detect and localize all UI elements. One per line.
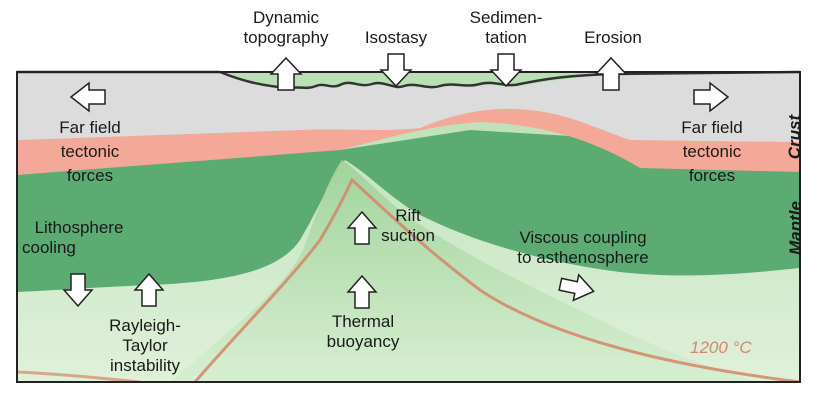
label-rift-line2: suction	[381, 226, 435, 245]
label-rayleigh-taylor: Rayleigh- Taylor instability	[90, 316, 200, 376]
label-isotherm-1200: 1200 °C	[690, 338, 752, 357]
label-dynamic-line2: topography	[243, 28, 329, 47]
label-rayleigh-line2: Taylor	[122, 336, 168, 355]
label-lithosphere-line2: cooling	[22, 238, 76, 257]
label-far-field-left: Far field tectonic forces	[35, 118, 145, 186]
label-viscous-line1: Viscous coupling	[519, 228, 647, 247]
label-rift-suction: Rift suction	[368, 206, 448, 246]
dynamic-topography-up-arrow	[269, 56, 303, 91]
isotherm-line	[193, 177, 800, 382]
label-isostasy: Isostasy	[364, 28, 428, 47]
label-sedimentation-line1: Sedimen-	[469, 8, 543, 27]
lithospheric-mantle-layer	[17, 130, 800, 292]
viscous-coupling-right-arrow	[558, 273, 595, 302]
crust-layer	[17, 108, 800, 175]
label-erosion: Erosion	[584, 28, 642, 47]
label-crust: Crust	[785, 114, 804, 160]
label-mantle: Mantle	[786, 201, 805, 255]
label-sedimentation-line2: tation	[485, 28, 527, 47]
rift-suction-up-arrow	[346, 210, 378, 245]
sedimentation-down-arrow	[489, 53, 523, 88]
label-far-field-left-line3: forces	[66, 166, 114, 185]
label-rift-line1: Rift	[395, 206, 421, 225]
label-far-field-right-line1: Far field	[681, 118, 743, 137]
rayleigh-taylor-up-arrow	[133, 272, 165, 307]
label-rayleigh-line3: instability	[110, 356, 180, 375]
lithosphere-cooling-down-arrow	[62, 273, 94, 308]
far-field-left-arrow	[69, 81, 106, 113]
thermal-buoyancy-up-arrow	[346, 274, 378, 309]
label-sedimentation: Sedimen- tation	[450, 8, 562, 48]
label-lithosphere-cooling: Lithosphere cooling	[14, 218, 144, 258]
label-far-field-right-line3: forces	[688, 166, 736, 185]
label-far-field-left-line2: tectonic	[60, 142, 120, 161]
label-thermal-buoyancy: Thermal buoyancy	[308, 312, 418, 352]
label-far-field-right: Far field tectonic forces	[657, 118, 767, 186]
label-thermal-line1: Thermal	[331, 312, 395, 331]
label-dynamic-line1: Dynamic	[252, 8, 320, 27]
label-far-field-left-line1: Far field	[59, 118, 121, 137]
label-dynamic-topography: Dynamic topography	[226, 8, 346, 48]
isotherm-line-left	[17, 370, 141, 382]
label-viscous-line2: to asthenosphere	[517, 248, 649, 267]
label-far-field-right-line2: tectonic	[682, 142, 742, 161]
label-rayleigh-line1: Rayleigh-	[109, 316, 181, 335]
far-field-right-arrow	[693, 81, 730, 113]
mantle-upwelling	[170, 160, 760, 382]
isostasy-down-arrow	[379, 53, 413, 88]
erosion-up-arrow	[594, 56, 628, 91]
surface-topography	[17, 70, 801, 90]
label-lithosphere-line1: Lithosphere	[34, 218, 124, 237]
label-viscous-coupling: Viscous coupling to asthenosphere	[498, 228, 668, 268]
label-thermal-line2: buoyancy	[326, 332, 400, 351]
